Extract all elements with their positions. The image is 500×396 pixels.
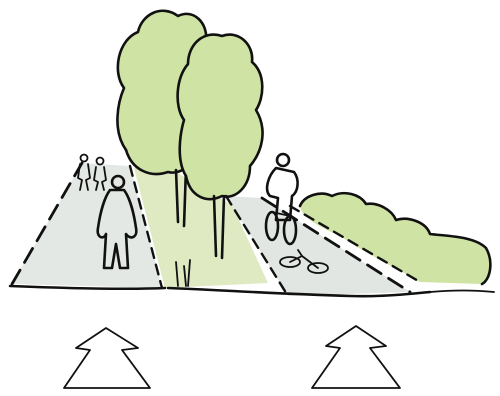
direction-arrow-left — [64, 328, 150, 388]
direction-arrow-right — [312, 326, 400, 388]
